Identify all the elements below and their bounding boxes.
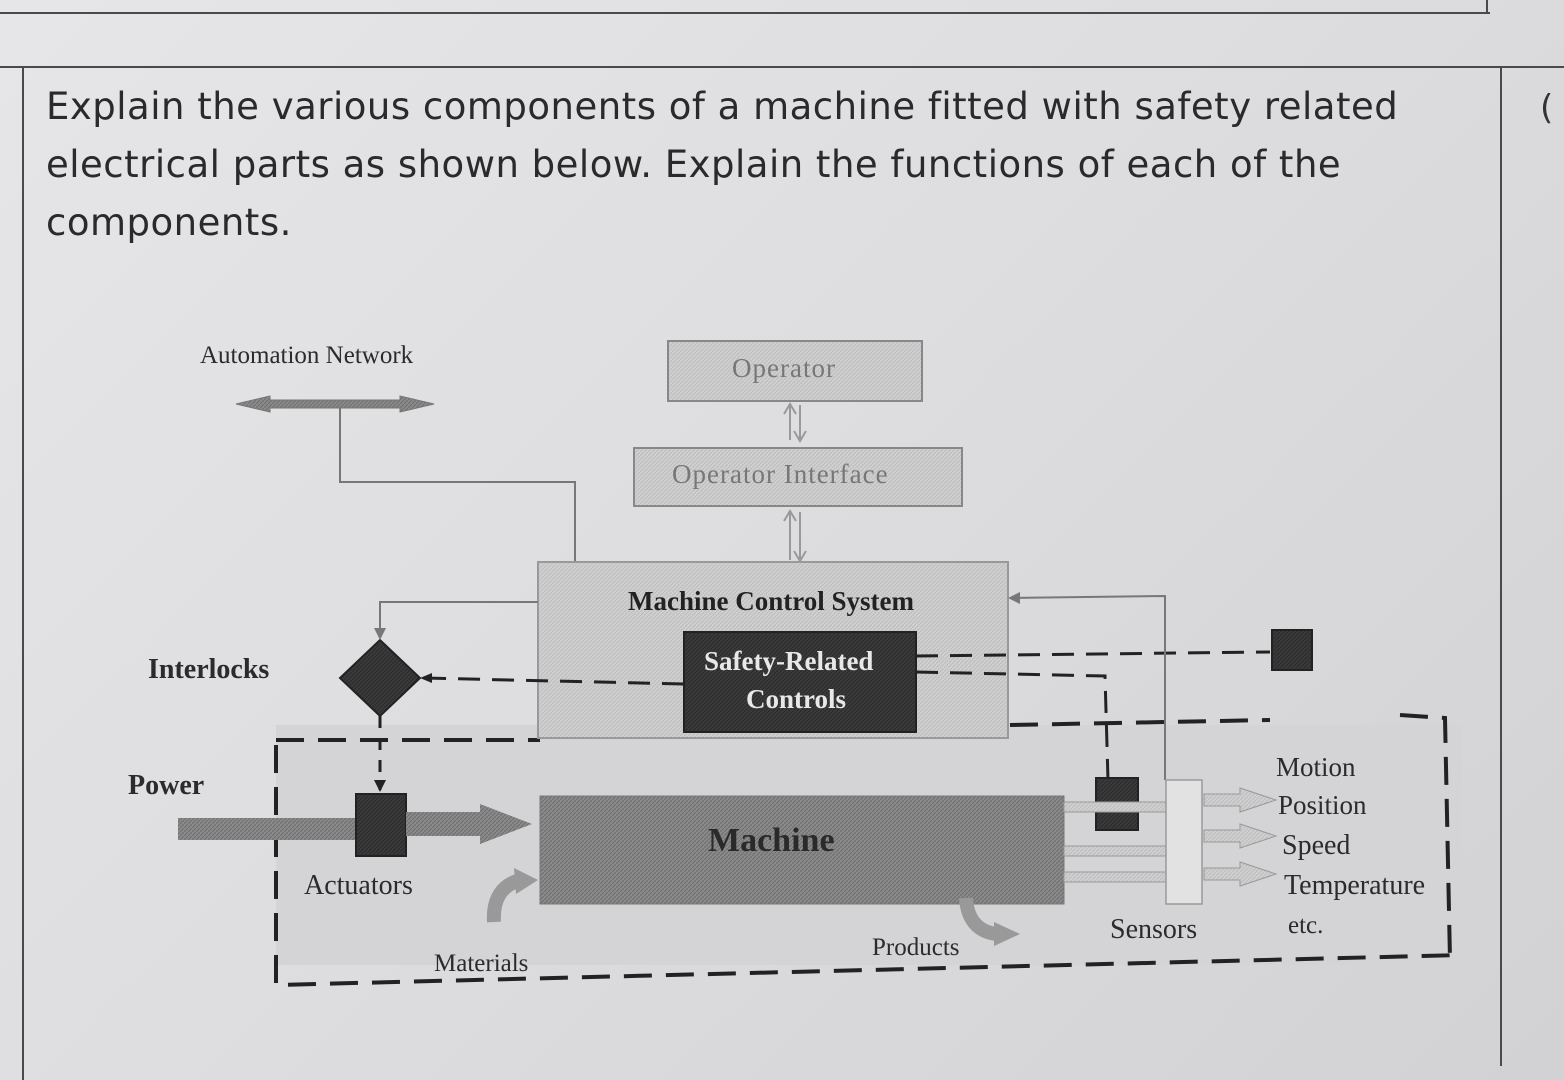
operator-interface-box xyxy=(633,447,963,507)
question-text: Explain the various components of a mach… xyxy=(46,78,1426,252)
question-line-2: electrical parts as shown below. Explain… xyxy=(46,143,1342,186)
question-line-1: Explain the various components of a mach… xyxy=(46,85,1399,128)
output-arrow-position xyxy=(1203,823,1278,849)
automation-network-label: Automation Network xyxy=(200,342,414,369)
actuators-label: Actuators xyxy=(304,870,413,901)
right-column-line xyxy=(1486,0,1488,14)
output-etc-label: etc. xyxy=(1288,912,1324,939)
question-line-3: components. xyxy=(46,201,292,244)
machine-control-system-label: Machine Control System xyxy=(628,586,914,616)
power-bar xyxy=(178,818,358,840)
safety-controls-label-2: Controls xyxy=(746,684,847,714)
actuator-block xyxy=(355,793,407,857)
margin-mark: ( xyxy=(1540,88,1554,128)
output-motion-label: Motion xyxy=(1276,752,1356,782)
interlocks-label: Interlocks xyxy=(148,654,270,685)
signal-bar-3 xyxy=(1063,871,1169,883)
interface-arrow-icon xyxy=(783,509,807,563)
interlock-dashed-arrowhead xyxy=(420,673,432,683)
interlock-diamond-icon xyxy=(338,638,422,718)
signal-bar-2 xyxy=(1063,845,1169,857)
sensors-label: Sensors xyxy=(1110,914,1198,945)
safety-sensor-square-icon xyxy=(1271,629,1313,671)
safety-to-interlock-dashed xyxy=(423,676,685,686)
automation-network-arrow xyxy=(235,395,435,413)
operator-interface-label: Operator Interface xyxy=(672,459,889,489)
safety-to-machine-sensor-dashed xyxy=(915,670,1110,781)
safety-to-sensor-dashed xyxy=(915,650,1271,658)
machine-boundary-dashed xyxy=(274,713,1463,988)
materials-label: Materials xyxy=(434,950,529,977)
products-arrow-icon xyxy=(959,897,998,941)
signal-bar-1 xyxy=(1063,801,1169,813)
products-arrowhead xyxy=(994,922,1020,946)
operator-arrow-icon xyxy=(783,402,807,443)
operator-label: Operator xyxy=(732,353,836,383)
actuator-dashed-arrowhead xyxy=(374,780,386,792)
operator-box xyxy=(667,340,923,402)
network-connection-line xyxy=(339,408,576,565)
question-left-border xyxy=(22,66,24,1080)
output-temperature-label: Temperature xyxy=(1284,870,1426,901)
question-right-border xyxy=(1500,66,1502,1066)
mcs-to-interlock-line xyxy=(379,601,538,638)
safety-controls-label-1: Safety-Related xyxy=(704,646,874,676)
output-arrow-speed xyxy=(1203,861,1278,887)
feedback-arrowhead xyxy=(1008,592,1020,604)
sensors-column xyxy=(1165,779,1203,905)
question-top-border xyxy=(0,66,1564,68)
power-label: Power xyxy=(128,770,205,801)
actuator-to-machine-arrow xyxy=(406,804,532,844)
safety-related-controls-box xyxy=(683,631,917,733)
output-speed-label: Speed xyxy=(1282,830,1351,861)
products-label: Products xyxy=(872,934,960,961)
output-arrow-motion xyxy=(1203,787,1278,813)
materials-arrowhead xyxy=(514,868,538,894)
top-border-line xyxy=(0,12,1490,14)
machine-label: Machine xyxy=(708,822,835,859)
output-position-label: Position xyxy=(1278,790,1367,820)
mcs-to-interlock-arrowhead xyxy=(374,628,386,640)
sensor-feedback-line xyxy=(1009,594,1166,780)
